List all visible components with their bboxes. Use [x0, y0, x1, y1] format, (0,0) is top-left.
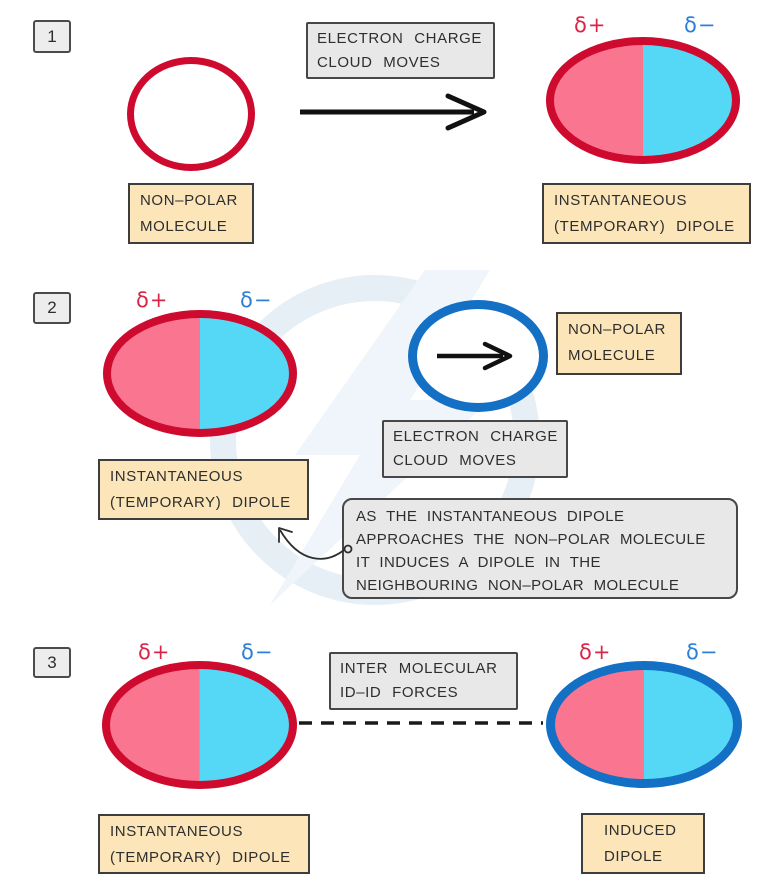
- panel3-intermolecular-dashed-line: [299, 721, 543, 725]
- panel3-forces-box: INTER MOLECULAR ID–ID FORCES: [329, 652, 518, 710]
- dipole-label-line: INSTANTANEOUS: [110, 823, 244, 840]
- nonpolar-label-line: MOLECULE: [568, 347, 656, 364]
- forces-line: ID–ID FORCES: [340, 684, 459, 701]
- panel2-note-leader-arrow-icon: [278, 527, 353, 560]
- panel1-nonpolar-label-box: NON–POLAR MOLECULE: [128, 183, 254, 244]
- panel2-electron-cloud-box: ELECTRON CHARGE CLOUD MOVES: [382, 420, 568, 478]
- panel1-number-badge: 1: [33, 20, 71, 53]
- note-line: IT INDUCES A DIPOLE IN THE: [356, 554, 601, 571]
- panel3-right-delta-plus-label: δ+: [579, 640, 612, 664]
- panel2-delta-plus-label: δ+: [136, 288, 169, 312]
- panel2-dipole-label-box: INSTANTANEOUS (TEMPORARY) DIPOLE: [98, 459, 309, 520]
- forces-line: INTER MOLECULAR: [340, 660, 498, 677]
- panel1-number: 1: [47, 26, 57, 46]
- panel1-dipole-label-box: INSTANTANEOUS (TEMPORARY) DIPOLE: [542, 183, 751, 244]
- panel1-electron-cloud-box: ELECTRON CHARGE CLOUD MOVES: [306, 22, 495, 79]
- panel2-nonpolar-label-box: NON–POLAR MOLECULE: [556, 312, 682, 375]
- panel3-induced-dipole-ellipse: [546, 661, 742, 788]
- electron-cloud-line: ELECTRON CHARGE: [393, 428, 559, 445]
- induced-label-line: DIPOLE: [604, 848, 663, 865]
- panel1-nonpolar-molecule-circle: [127, 57, 255, 171]
- panel3-number: 3: [47, 652, 57, 672]
- electron-cloud-line: CLOUD MOVES: [393, 452, 517, 469]
- panel3-right-delta-minus-label: δ−: [686, 640, 719, 664]
- panel2-nonpolar-molecule-circle: [408, 300, 548, 412]
- nonpolar-label-line: NON–POLAR: [140, 192, 238, 209]
- panel2-inner-arrow-icon: [437, 341, 513, 371]
- note-line: NEIGHBOURING NON–POLAR MOLECULE: [356, 577, 680, 594]
- nonpolar-label-line: MOLECULE: [140, 218, 228, 235]
- panel3-number-badge: 3: [33, 647, 71, 678]
- panel3-induced-label-box: INDUCED DIPOLE: [581, 813, 705, 874]
- dipole-label-line: INSTANTANEOUS: [110, 468, 244, 485]
- panel3-instantaneous-dipole-ellipse: [102, 661, 297, 789]
- dipole-label-line: (TEMPORARY) DIPOLE: [110, 494, 291, 511]
- nonpolar-label-line: NON–POLAR: [568, 321, 666, 338]
- panel3-dipole-label-box: INSTANTANEOUS (TEMPORARY) DIPOLE: [98, 814, 310, 874]
- panel3-left-delta-minus-label: δ−: [241, 640, 274, 664]
- dipole-label-line: INSTANTANEOUS: [554, 192, 688, 209]
- dipole-label-line: (TEMPORARY) DIPOLE: [554, 218, 735, 235]
- panel2-number-badge: 2: [33, 292, 71, 324]
- panel2-instantaneous-dipole-ellipse: [103, 310, 297, 437]
- electron-cloud-line: ELECTRON CHARGE: [317, 30, 483, 47]
- induced-label-line: INDUCED: [604, 822, 677, 839]
- panel2-delta-minus-label: δ−: [240, 288, 273, 312]
- note-line: APPROACHES THE NON–POLAR MOLECULE: [356, 531, 706, 548]
- note-line: AS THE INSTANTANEOUS DIPOLE: [356, 508, 625, 525]
- panel2-induction-note-box: AS THE INSTANTANEOUS DIPOLE APPROACHES T…: [342, 498, 738, 599]
- panel3-left-delta-plus-label: δ+: [138, 640, 171, 664]
- panel1-delta-plus-label: δ+: [574, 13, 607, 37]
- panel1-right-arrow-icon: [300, 93, 487, 131]
- panel1-instantaneous-dipole-ellipse: [546, 37, 740, 164]
- electron-cloud-line: CLOUD MOVES: [317, 54, 441, 71]
- dipole-label-line: (TEMPORARY) DIPOLE: [110, 849, 291, 866]
- panel2-number: 2: [47, 298, 57, 317]
- panel1-delta-minus-label: δ−: [684, 13, 717, 37]
